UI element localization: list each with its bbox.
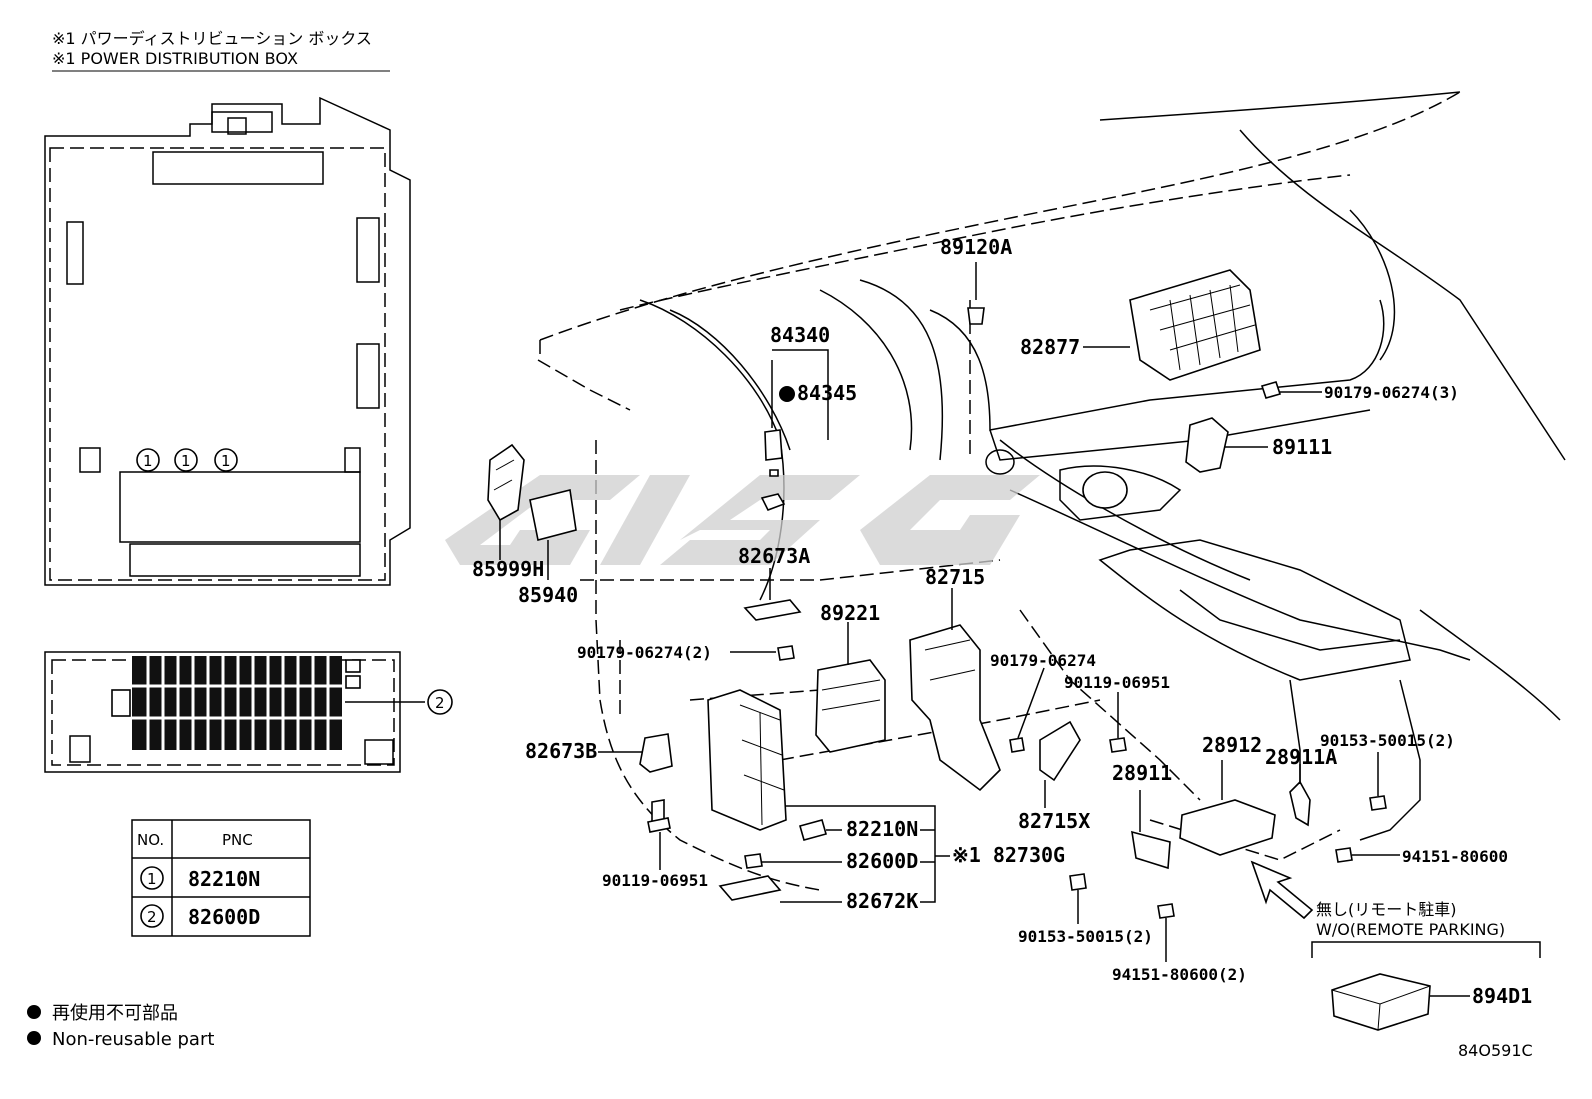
- label-94151-80600: 94151-80600: [1402, 847, 1508, 866]
- pnc-row-2-pnc: 82600D: [188, 905, 260, 929]
- legend-jp: 再使用不可部品: [52, 1003, 178, 1024]
- part-89120A: 89120A: [940, 235, 1012, 325]
- part-28912: 28912: [1179, 733, 1276, 856]
- part-82600D: 82600D: [744, 849, 918, 873]
- bracket-82730G: ※1 82730G: [786, 805, 1065, 903]
- part-90153-50015-lower: 90153-50015(2): [1018, 873, 1153, 946]
- label-82877: 82877: [1020, 335, 1080, 359]
- pnc-row-1-pnc: 82210N: [188, 867, 260, 891]
- part-82715: 82715: [909, 565, 1001, 792]
- label-894D1: 894D1: [1472, 984, 1532, 1008]
- arrow-to-28912: [1250, 860, 1314, 920]
- label-28912: 28912: [1202, 733, 1262, 757]
- header-title-jp: ※1 パワーディストリビューション ボックス: [52, 29, 372, 48]
- label-90179-06274-2: 90179-06274(2): [577, 643, 712, 662]
- part-82877: 82877: [1020, 269, 1261, 381]
- part-82673A: 82673A: [738, 544, 810, 621]
- label-90153-50015-upper: 90153-50015(2): [1320, 731, 1455, 750]
- wo-note-jp: 無し(リモート駐車): [1316, 900, 1457, 919]
- part-28911A: 28911A: [1265, 745, 1337, 827]
- label-89221: 89221: [820, 601, 880, 625]
- label-82673A: 82673A: [738, 544, 810, 568]
- label-82673B: 82673B: [525, 739, 597, 763]
- label-94151-80600-2: 94151-80600(2): [1112, 965, 1247, 984]
- fuse-circle-2-label: 2: [435, 694, 445, 712]
- label-84345: 84345: [797, 381, 857, 405]
- gear-knob: [1082, 471, 1128, 509]
- fuse-circle-1c-label: 1: [221, 452, 231, 470]
- power-distribution-box-side: 2: [44, 651, 453, 773]
- fuse-circle-1a: [136, 448, 160, 472]
- part-90119-06951-upper: 90119-06951: [1064, 673, 1170, 753]
- dashboard-outline: [537, 91, 1566, 891]
- fuse-circle-2: [427, 689, 453, 715]
- label-28911A: 28911A: [1265, 745, 1337, 769]
- part-90179-06274: 90179-06274: [990, 651, 1096, 753]
- label-89120A: 89120A: [940, 235, 1012, 259]
- part-82672K: 82672K: [718, 875, 918, 913]
- label-90119-06951-lower: 90119-06951: [602, 871, 708, 890]
- pnc-row-1-no: 1: [147, 870, 157, 888]
- label-82715X: 82715X: [1018, 809, 1090, 833]
- part-94151-80600-2: 94151-80600(2): [1112, 903, 1247, 984]
- label-90119-06951-upper: 90119-06951: [1064, 673, 1170, 692]
- legend-dot-1: [27, 1005, 41, 1019]
- part-90153-50015-upper: 90153-50015(2): [1320, 731, 1455, 811]
- label-82600D: 82600D: [846, 849, 918, 873]
- header-title-en: ※1 POWER DISTRIBUTION BOX: [52, 49, 298, 68]
- pnc-table-col-pnc: PNC: [222, 831, 253, 849]
- fuse-circle-1a-label: 1: [143, 452, 153, 470]
- label-84340: 84340: [770, 323, 830, 347]
- part-84340: 84340 84345: [760, 323, 857, 512]
- label-85940: 85940: [518, 583, 578, 607]
- part-89111: 89111: [1185, 417, 1332, 473]
- label-90179-06274: 90179-06274: [990, 651, 1096, 670]
- part-82210N: 82210N: [799, 817, 918, 841]
- legend-en: Non-reusable part: [52, 1029, 214, 1050]
- label-85999H: 85999H: [472, 557, 544, 581]
- part-82715X: 82715X: [1018, 720, 1090, 833]
- legend-dot-2: [27, 1031, 41, 1045]
- part-90119-06951-lower: 90119-06951: [602, 799, 708, 890]
- part-90179-06274-2: 90179-06274(2): [577, 643, 795, 662]
- part-89221: 89221: [815, 601, 886, 753]
- label-82672K: 82672K: [846, 889, 918, 913]
- label-90153-50015-lower: 90153-50015(2): [1018, 927, 1153, 946]
- fuse-circle-1c: [214, 448, 238, 472]
- fuse-circle-group: 1 1 1: [136, 448, 238, 472]
- label-82730G: ※1 82730G: [952, 843, 1065, 867]
- pnc-table-col-no: NO.: [137, 831, 164, 849]
- label-89111: 89111: [1272, 435, 1332, 459]
- watermark-logo: [445, 475, 1040, 565]
- fuse-circle-1b: [174, 448, 198, 472]
- part-82673B: 82673B: [525, 733, 673, 773]
- fuse-circle-1b-label: 1: [181, 452, 191, 470]
- part-85940: 85940: [518, 489, 578, 607]
- legend: 再使用不可部品 Non-reusable part: [27, 1003, 214, 1050]
- part-94151-80600: 94151-80600: [1335, 847, 1508, 866]
- part-90179-06274-3: 90179-06274(3): [1260, 381, 1459, 402]
- pnc-row-2-no: 2: [147, 908, 157, 926]
- part-85999H: 85999H: [472, 443, 544, 581]
- non-reusable-dot-84345: [779, 386, 795, 402]
- diagram-id: 84O591C: [1458, 1041, 1533, 1060]
- label-82715: 82715: [925, 565, 985, 589]
- wo-note-en: W/O(REMOTE PARKING): [1316, 920, 1505, 939]
- part-junction-block: [707, 689, 787, 831]
- pnc-table: NO. PNC 1 82210N 2 82600D: [131, 819, 311, 937]
- power-distribution-box-top: [44, 96, 411, 586]
- label-82210N: 82210N: [846, 817, 918, 841]
- part-28911: 28911: [1112, 761, 1172, 870]
- label-28911: 28911: [1112, 761, 1172, 785]
- label-90179-06274-3: 90179-06274(3): [1324, 383, 1459, 402]
- wo-remote-parking-section: 無し(リモート駐車) W/O(REMOTE PARKING) 894D1: [1311, 900, 1541, 1031]
